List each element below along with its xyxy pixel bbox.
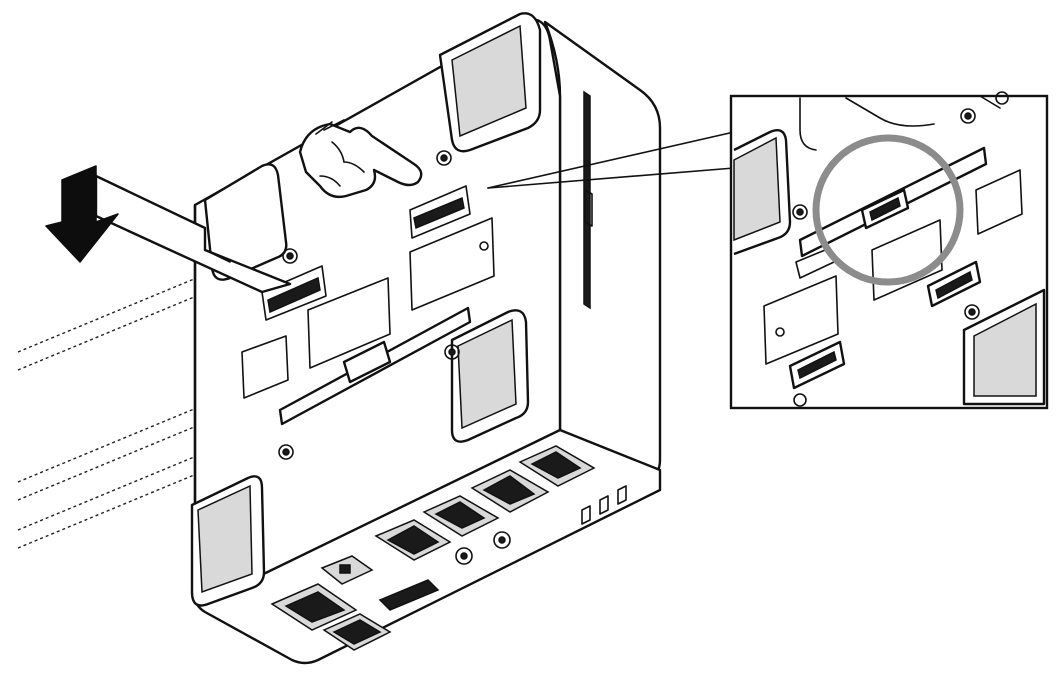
push-down-arrow-icon xyxy=(45,165,119,263)
connector-ports xyxy=(270,445,627,651)
zoom-callout-icon xyxy=(487,91,1049,410)
screw-heads xyxy=(278,150,460,460)
pointing-hand-icon xyxy=(298,119,423,199)
device-housing xyxy=(190,12,662,665)
highlight-circle xyxy=(812,134,964,286)
